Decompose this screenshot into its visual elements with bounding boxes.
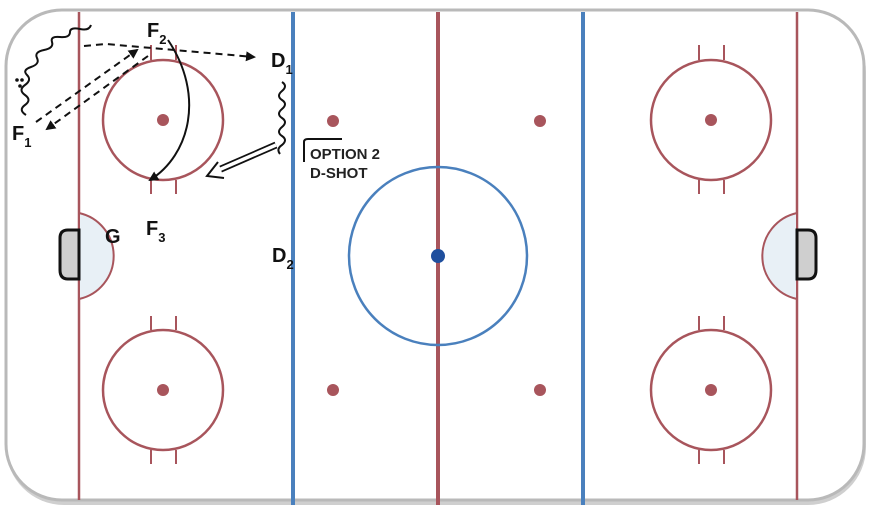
right-net bbox=[795, 228, 818, 281]
puck-dots bbox=[15, 78, 24, 88]
right-goal-crease bbox=[761, 211, 798, 301]
neutral-dot-left-top bbox=[327, 115, 339, 127]
center-faceoff-dot bbox=[431, 249, 445, 263]
neutral-dot-left-bottom bbox=[327, 384, 339, 396]
f1-skate-path bbox=[20, 24, 92, 116]
faceoff-circle-right-bottom bbox=[649, 316, 773, 464]
neutral-dot-right-top bbox=[534, 115, 546, 127]
option-bracket bbox=[303, 138, 342, 162]
pass-f1-to-f2 bbox=[35, 48, 139, 123]
left-goal-crease bbox=[78, 211, 115, 301]
option-note-line2: D-SHOT bbox=[310, 165, 368, 182]
player-f1-label: F1 bbox=[12, 123, 31, 150]
pass-f2-to-f1 bbox=[45, 55, 149, 131]
center-circle bbox=[347, 165, 529, 347]
pass-to-d1 bbox=[83, 42, 256, 62]
player-f2-label: F2 bbox=[147, 20, 166, 47]
player-d1-label: D1 bbox=[271, 50, 293, 77]
goalie-g-label: G bbox=[105, 226, 121, 248]
d1-skate-path bbox=[277, 81, 286, 155]
faceoff-circle-right-top bbox=[649, 45, 773, 194]
f2-skate-curve bbox=[148, 39, 191, 182]
option-note-line1: OPTION 2 bbox=[310, 146, 380, 163]
faceoff-circle-left-bottom bbox=[101, 316, 225, 464]
faceoff-circle-left-top bbox=[101, 45, 225, 194]
player-f3-label: F3 bbox=[146, 218, 165, 245]
d-shot-arrow bbox=[205, 141, 278, 179]
player-d2-label: D2 bbox=[272, 245, 294, 272]
left-net bbox=[58, 228, 81, 281]
neutral-dot-right-bottom bbox=[534, 384, 546, 396]
